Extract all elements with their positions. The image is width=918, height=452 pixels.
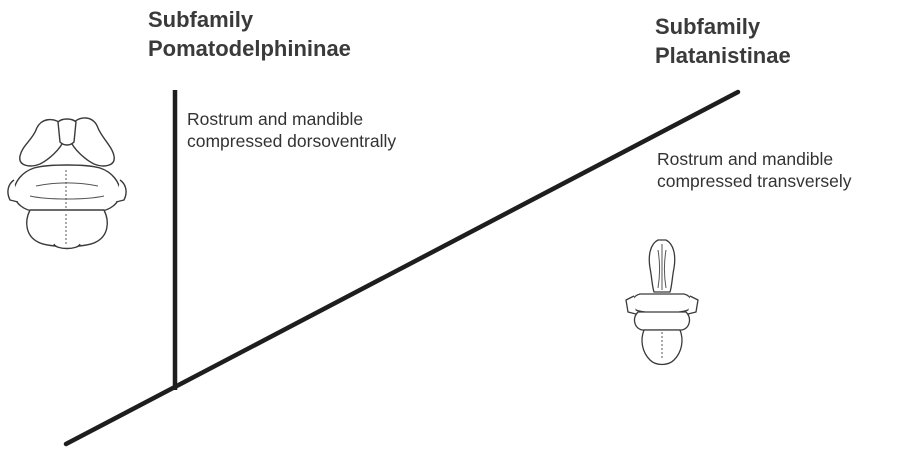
platanistinae-title: Subfamily Platanistinae	[655, 12, 791, 70]
platanistinae-description: Rostrum and mandible compressed transver…	[657, 148, 852, 192]
platanistinae-title-line1: Subfamily	[655, 12, 791, 41]
pomatodelphininae-title: Subfamily Pomatodelphininae	[148, 5, 351, 63]
platanistinae-title-line2: Platanistinae	[655, 41, 791, 70]
pomatodelphininae-description: Rostrum and mandible compressed dorsoven…	[187, 108, 396, 152]
pomatodelphininae-desc-line2: compressed dorsoventrally	[187, 130, 396, 152]
pomatodelphininae-title-line1: Subfamily	[148, 5, 351, 34]
platanistinae-desc-line1: Rostrum and mandible	[657, 148, 852, 170]
pomatodelphininae-title-line2: Pomatodelphininae	[148, 34, 351, 63]
main-branch-line	[66, 92, 738, 444]
pomatodelphininae-desc-line1: Rostrum and mandible	[187, 108, 396, 130]
platanistinae-desc-line2: compressed transversely	[657, 170, 852, 192]
